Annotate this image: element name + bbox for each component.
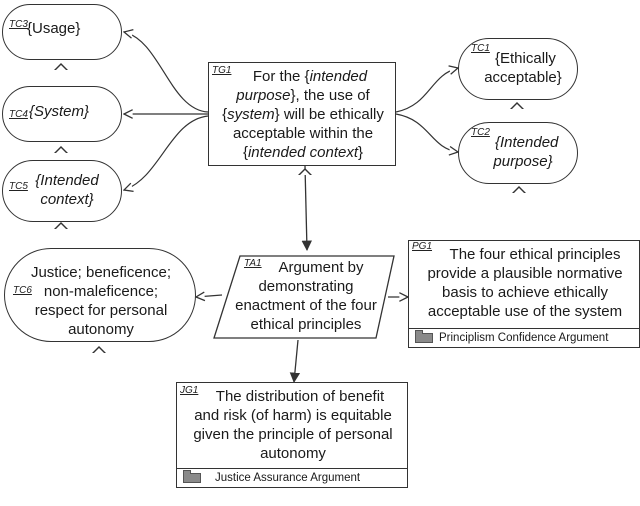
context-tc4: TC4 {System} [2,86,122,142]
tc3-label: {Usage} [27,20,81,37]
ta1-line2: demonstrating [258,278,354,295]
tg1-line4: acceptable within the [232,125,374,142]
tg1-line2: purpose}, the use of [211,86,395,105]
link-ta1-tc6 [196,295,223,297]
jg1-line4: autonomy [260,445,326,462]
ta1-line4: ethical principles [250,316,362,333]
tc2-line2: purpose} [493,153,553,170]
node-id-tc2: TC2 [471,127,490,138]
folder-icon [183,470,201,483]
node-id-ta1: TA1 [244,258,262,269]
goal-pg1: PG1 The four ethical principles provide … [408,240,640,348]
link-tg1-tc5 [124,115,209,190]
node-id-tc5: TC5 [9,181,28,192]
context-tc1-text: {Ethically acceptable} [473,49,573,87]
node-id-tg1: TG1 [212,65,232,76]
tg1-line1-a: For the { [252,68,310,85]
jg1-line3: given the principle of personal [193,426,393,443]
pg1-footer-label: Principlism Confidence Argument [439,332,609,344]
node-id-jg1: JG1 [180,385,199,396]
goal-jg1: JG1 The distribution of benefit and risk… [176,382,408,488]
tc6-line1: Justice; beneficence; [30,264,172,281]
node-id-tc3: TC3 [9,19,28,30]
context-tc5: TC5 {Intended context} [2,160,122,222]
tc2-undeveloped-marker [512,186,526,193]
jg1-line2: and risk (of harm) is equitable [194,407,392,424]
tc1-line1: {Ethically [495,50,556,67]
tc6-line4: autonomy [68,321,134,338]
strategy-ta1-text: Argument by demonstrating enactment of t… [222,258,390,334]
strategy-ta1: TA1 Argument by demonstrating enactment … [214,256,394,338]
pg1-line3: basis to achieve ethically [442,284,608,301]
context-tc5-text: {Intended context} [27,171,107,209]
tc2-line1: {Intended [495,134,559,151]
tc1-line2: acceptable} [484,69,562,86]
goal-tg1: TG1 For the {intended purpose}, the use … [208,62,396,166]
context-tc2: TC2 {Intended purpose} [458,122,578,184]
node-id-pg1: PG1 [412,241,433,252]
node-id-tc1: TC1 [471,43,490,54]
pg1-module-footer: Principlism Confidence Argument [409,328,639,347]
link-tg1-tc1 [395,68,458,113]
ta1-line3: enactment of the four [235,297,377,314]
jg1-footer-label: Justice Assurance Argument [215,472,361,484]
tc3-undeveloped-marker [54,63,68,70]
context-tc6-text: Justice; beneficence; non-maleficence; r… [13,263,189,339]
jg1-line1: The distribution of benefit [215,388,385,405]
context-tc2-text: {Intended purpose} [473,133,573,171]
tg1-line1-b: intended [309,68,368,85]
tg1-line1: For the {intended [211,67,395,86]
tc6-line2: non-maleficence; [43,283,159,300]
goal-pg1-text: The four ethical principles provide a pl… [411,245,639,321]
link-ta1-jg1 [289,339,301,384]
context-tc1: TC1 {Ethically acceptable} [458,38,578,100]
tg1-line5-c: } [358,144,364,161]
tc5-undeveloped-marker [54,222,68,229]
tg1-line3-b: system [227,106,275,123]
goal-jg1-text: The distribution of benefit and risk (of… [179,387,407,463]
context-tc6: TC6 Justice; beneficence; non-maleficenc… [4,248,196,342]
ta1-line1: Argument by [278,259,364,276]
tg1-undeveloped-marker [298,168,312,175]
tg1-line5: {intended context} [211,143,395,162]
node-id-tc4: TC4 [9,109,28,120]
pg1-line2: provide a plausible normative [427,265,623,282]
pg1-line1: The four ethical principles [449,246,621,263]
tc5-line2: context} [40,191,94,208]
node-id-tc6: TC6 [13,285,32,296]
link-tg1-tc3 [124,32,209,113]
link-tg1-tc2 [395,113,458,152]
ta1-shape [213,255,395,339]
tg1-line5-a: { [242,144,248,161]
pg1-line4: acceptable use of the system [427,303,623,320]
tc4-undeveloped-marker [54,146,68,153]
tg1-line5-b: intended context [247,144,359,161]
context-tc3-text: {Usage} [27,19,117,38]
context-tc4-text: {System} [29,102,119,121]
tc1-undeveloped-marker [510,102,524,109]
link-tg1-ta1 [301,165,312,252]
tg1-line3: {system} will be ethically [211,105,395,124]
tc6-undeveloped-marker [92,346,106,353]
tg1-line2-b: }, the use of [290,87,370,104]
tg1-line3-a: { [222,106,228,123]
jg1-module-footer: Justice Assurance Argument [177,468,407,487]
folder-icon [415,330,433,343]
tc6-line3: respect for personal [34,302,168,319]
tc5-line1: {Intended [35,172,99,189]
tg1-line2-a: purpose [236,87,291,104]
goal-tg1-text: For the {intended purpose}, the use of {… [211,67,395,162]
tg1-line3-c: } will be ethically [274,106,384,123]
context-tc3: TC3 {Usage} [2,4,122,60]
tc4-label: {System} [29,103,90,120]
